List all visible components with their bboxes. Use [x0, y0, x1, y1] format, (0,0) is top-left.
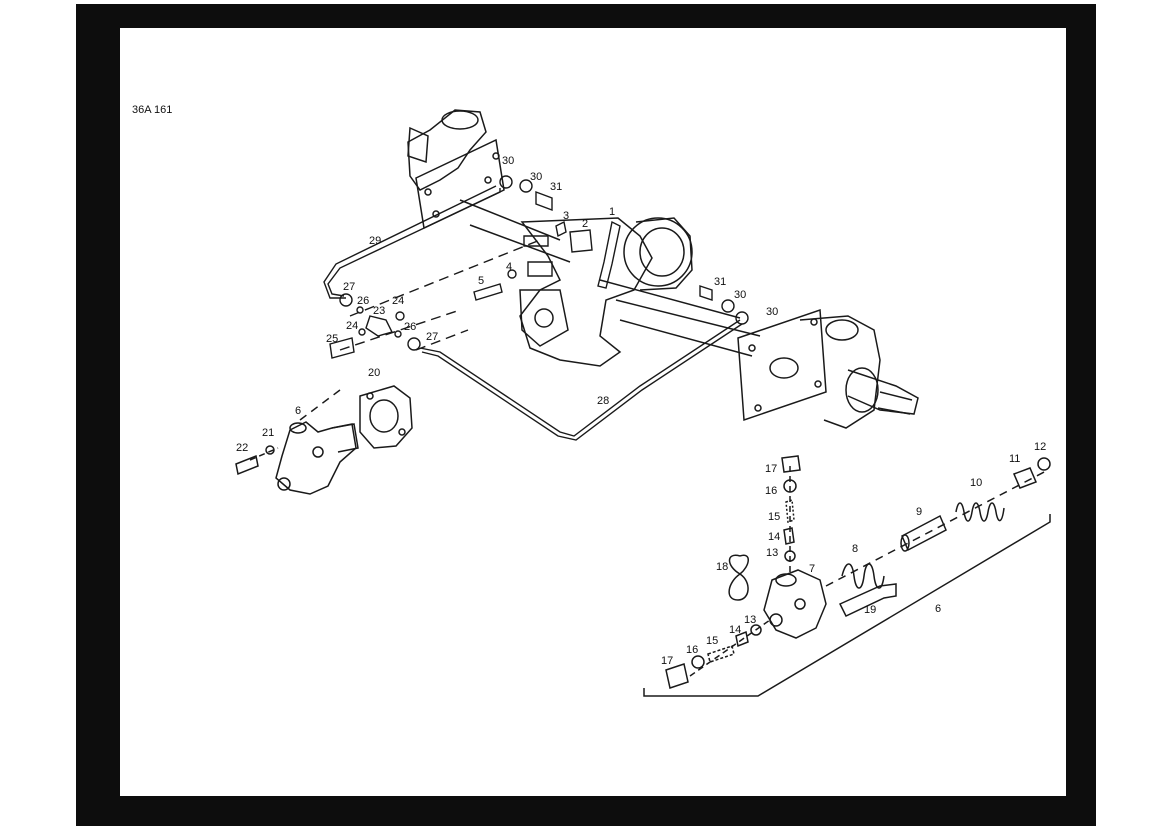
part-label-24a: 24	[392, 295, 404, 307]
part-label-30d: 30	[766, 306, 778, 318]
part-label-16a: 16	[765, 485, 777, 497]
part-label-18: 18	[716, 561, 728, 573]
part-label-14a: 14	[768, 531, 780, 543]
part-label-8: 8	[852, 543, 858, 555]
part-label-27b: 27	[426, 331, 438, 343]
part-label-15a: 15	[768, 511, 780, 523]
part-label-19: 19	[864, 604, 876, 616]
axle-housing	[407, 109, 919, 429]
part-label-20: 20	[368, 367, 380, 379]
part-label-27a: 27	[343, 281, 355, 293]
part-label-31b: 31	[714, 276, 726, 288]
valve-bracket	[555, 220, 621, 289]
part-label-26a: 26	[357, 295, 369, 307]
part-label-3: 3	[563, 210, 569, 222]
part-label-23: 23	[373, 305, 385, 317]
part-label-25: 25	[326, 333, 338, 345]
part-label-15b: 15	[706, 635, 718, 647]
part-label-13a: 13	[766, 547, 778, 559]
part-label-26b: 26	[404, 321, 416, 333]
part-label-2: 2	[582, 218, 588, 230]
part-label-31a: 31	[550, 181, 562, 193]
t-fitting-assembly	[329, 235, 553, 359]
part-label-4: 4	[506, 261, 512, 273]
regulator-valve-7	[643, 455, 1051, 697]
part-label-1: 1	[609, 206, 615, 218]
part-label-29: 29	[369, 235, 381, 247]
part-label-16b: 16	[686, 644, 698, 656]
part-label-30a: 30	[502, 155, 514, 167]
part-label-7: 7	[809, 563, 815, 575]
part-label-9: 9	[916, 506, 922, 518]
part-label-17b: 17	[661, 655, 673, 667]
part-label-14b: 14	[729, 624, 741, 636]
part-label-6a: 6	[295, 405, 301, 417]
part-label-11: 11	[1009, 453, 1020, 465]
drawing-reference-code: 36A 161	[132, 104, 172, 116]
part-label-6b: 6	[935, 603, 941, 615]
part-label-12: 12	[1034, 441, 1046, 453]
part-label-30c: 30	[734, 289, 746, 301]
part-number-labels: 1 2 3 4 5 6 6 7 8 9 10 11 12 13 13 14 14…	[236, 155, 1046, 667]
regulator-valve-6	[235, 385, 413, 495]
part-label-22: 22	[236, 442, 248, 454]
brake-pipes	[323, 175, 749, 441]
part-label-13b: 13	[744, 614, 756, 626]
part-label-24b: 24	[346, 320, 358, 332]
part-label-17a: 17	[765, 463, 777, 475]
part-label-28: 28	[597, 395, 609, 407]
part-label-21: 21	[262, 427, 274, 439]
part-label-10: 10	[970, 477, 982, 489]
part-label-5: 5	[478, 275, 484, 287]
part-label-30b: 30	[530, 171, 542, 183]
